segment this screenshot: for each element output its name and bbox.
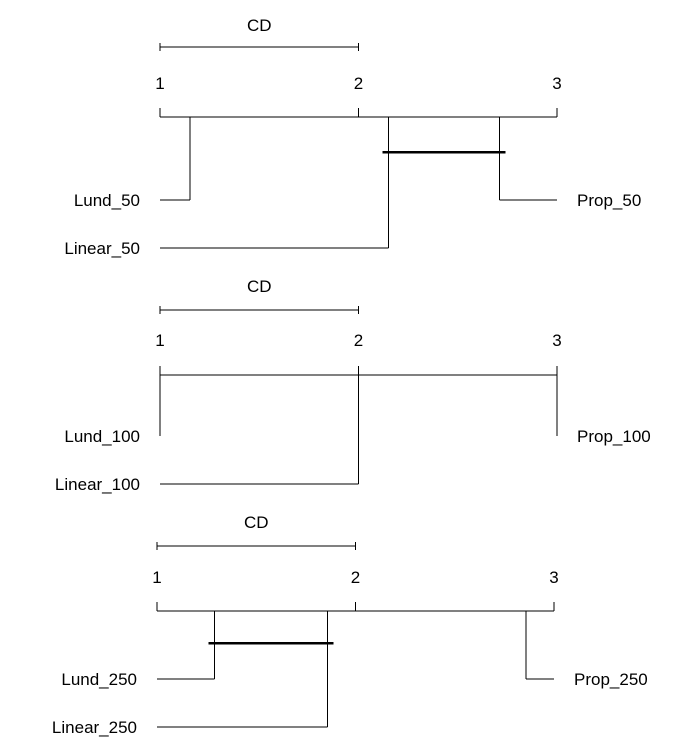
method-label: Prop_100: [577, 427, 651, 446]
method-label: Lund_100: [64, 427, 140, 446]
tick-label: 1: [155, 74, 164, 93]
tick-label: 2: [354, 331, 363, 350]
method-label: Linear_250: [52, 718, 137, 737]
method-label: Linear_50: [64, 239, 140, 258]
tick-label: 2: [351, 568, 360, 587]
tick-label: 3: [552, 331, 561, 350]
tick-label: 1: [152, 568, 161, 587]
cd-label: CD: [244, 513, 269, 532]
method-label: Lund_250: [61, 670, 137, 689]
tick-label: 1: [155, 331, 164, 350]
tick-label: 2: [354, 74, 363, 93]
tick-label: 3: [552, 74, 561, 93]
cd-label: CD: [247, 277, 272, 296]
tick-label: 3: [549, 568, 558, 587]
cd-label: CD: [247, 16, 272, 35]
method-label: Linear_100: [55, 475, 140, 494]
method-label: Lund_50: [74, 191, 140, 210]
method-label: Prop_250: [574, 670, 648, 689]
method-label: Prop_50: [577, 191, 641, 210]
